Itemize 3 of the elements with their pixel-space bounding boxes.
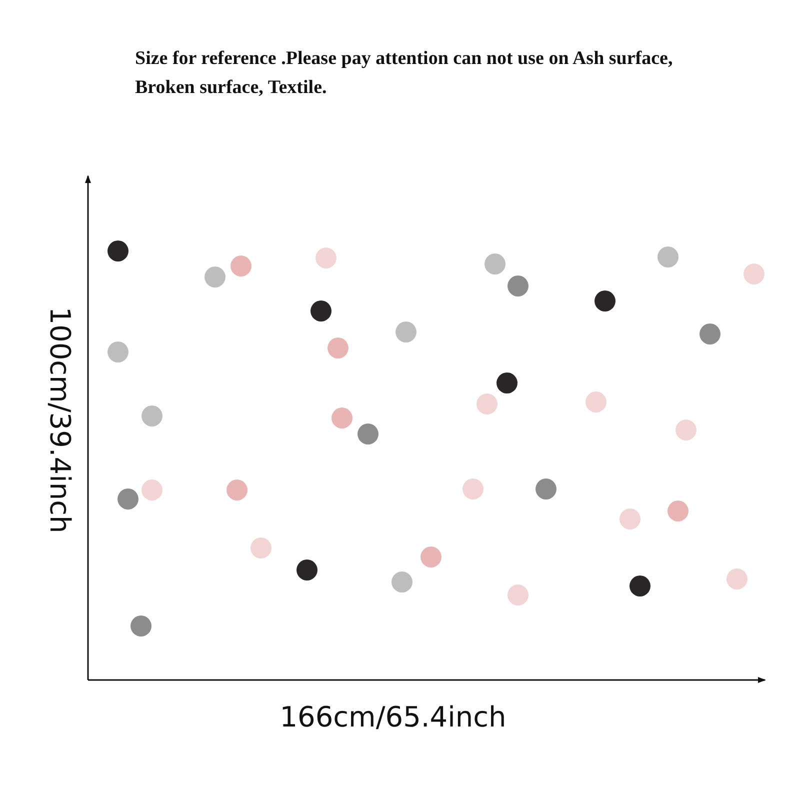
dimension-label: 166cm/65.4inch <box>280 700 506 734</box>
note-text: Size for reference .Please pay attention can not use on Ash surface, Broken surface, Textile. <box>135 47 674 100</box>
dimension-label: 100cm/39.4inch <box>44 306 76 534</box>
